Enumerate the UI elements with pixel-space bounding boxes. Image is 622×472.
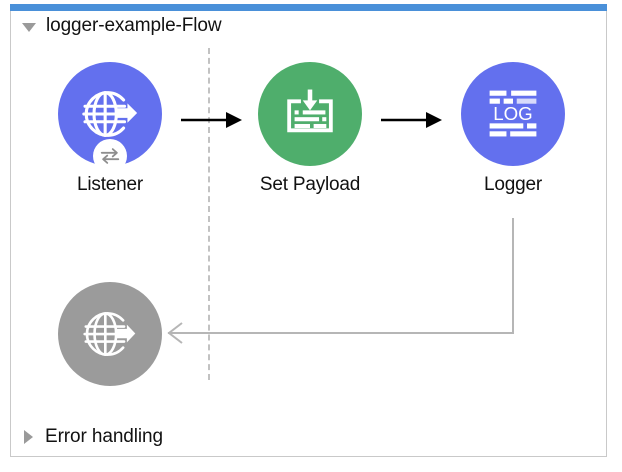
exchange-arrows-icon [100,148,120,164]
flow-node-listener-response[interactable] [58,282,162,394]
set-payload-node-circle[interactable] [258,62,362,166]
listener-node-label: Listener [77,174,143,195]
logger-node-label: Logger [484,174,542,195]
error-handling-title: Error handling [45,426,163,447]
listener-node-circle[interactable] [58,62,162,173]
canvas-accent-bar [10,4,607,11]
globe-arrow-icon [82,91,138,137]
listener-inbound-badge [93,139,127,173]
logger-node-circle[interactable]: LOG [461,62,565,166]
error-handling-header[interactable]: Error handling [24,424,163,450]
flow-lane-divider [208,48,210,380]
flow-node-set-payload[interactable]: Set Payload [258,62,362,196]
log-lines-icon: LOG [489,90,537,137]
flow-header[interactable]: logger-example-Flow [22,13,222,39]
flow-node-listener[interactable]: Listener [58,62,162,196]
set-payload-node-label: Set Payload [259,174,361,195]
document-download-icon [287,89,333,133]
triangle-down-icon[interactable] [22,22,36,32]
logger-icon-text: LOG [493,103,532,124]
flow-title: logger-example-Flow [46,15,222,36]
listener-response-node-circle[interactable] [58,282,162,386]
triangle-right-icon[interactable] [24,430,33,444]
flow-node-logger[interactable]: LOG Logger [461,62,565,196]
globe-arrow-icon [83,312,136,356]
